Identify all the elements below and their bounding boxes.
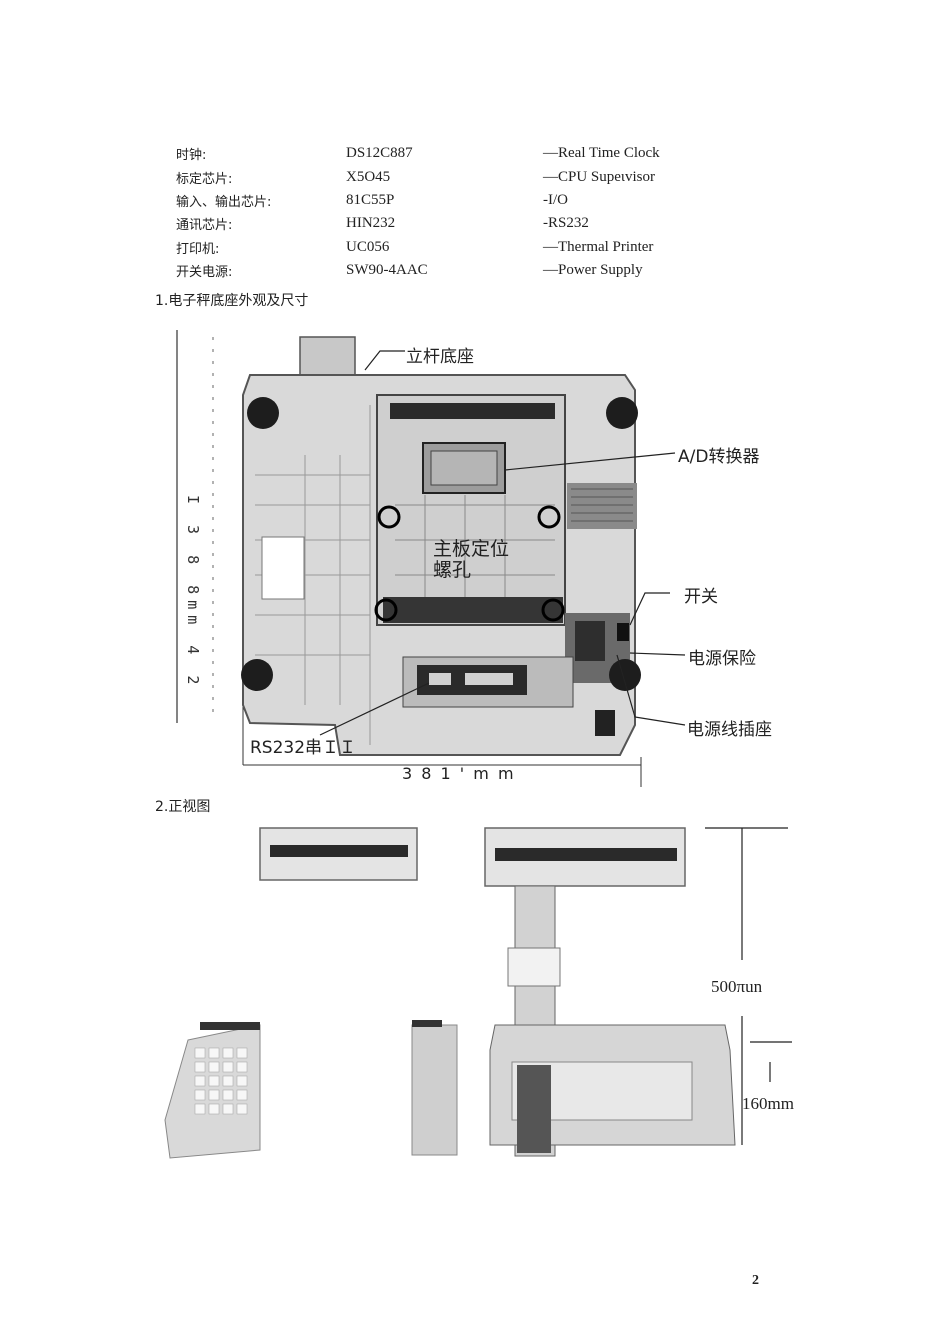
section1-title: 1.电子秤底座外观及尺寸	[155, 293, 309, 309]
spec-table: 时钟: DS12C887 —Real Time Clock 标定芯片: X5O45 —CP…	[176, 142, 660, 282]
label-height-500: 500πun	[711, 977, 763, 996]
side-port	[595, 710, 615, 736]
spec-model: X5O45	[346, 168, 391, 185]
spec-name: 时钟:	[176, 148, 207, 164]
label-height-dimension: I 3 8 8mm 4 2	[184, 495, 202, 691]
center-frame	[376, 394, 566, 626]
label-rs232: RS232串ＩＩ	[250, 738, 357, 758]
label-board-screw-line1: 主板定位	[433, 538, 510, 560]
vent	[567, 483, 637, 529]
foot-bl	[241, 659, 273, 691]
top-bar	[390, 403, 555, 419]
pole-sleeve	[507, 947, 561, 987]
spec-name: 标定芯片:	[176, 171, 233, 187]
spec-desc: —Thermal Printer	[543, 238, 654, 255]
spec-name: 开关电源:	[176, 265, 233, 281]
parallel-port	[465, 673, 513, 685]
label-switch: 开关	[684, 587, 718, 607]
keyboard-handle	[200, 1022, 260, 1030]
label-ad-converter: A/D转换器	[678, 447, 760, 467]
photo-mask	[275, 995, 411, 1160]
spec-row: 标定芯片: X5O45 —CPU Supeιvisor	[176, 165, 660, 188]
display-right-window	[495, 848, 677, 861]
spec-row: 时钟: DS12C887 —Real Time Clock	[176, 142, 660, 165]
side-unit-handle	[412, 1020, 442, 1027]
spec-row: 开关电源: SW90-4AAC —Power Supply	[176, 259, 660, 282]
label-power-socket: 电源线插座	[687, 720, 772, 740]
spec-model: 81C55P	[346, 191, 395, 208]
section2-title: 2.正视图	[155, 799, 211, 815]
ad-module-face	[430, 450, 498, 486]
rs232-port	[429, 673, 451, 685]
label-width-dimension: 3 8 1 ' m m	[402, 764, 516, 783]
spec-desc: —Power Supply	[543, 262, 643, 279]
foot-br	[609, 659, 641, 691]
lower-strip	[383, 597, 563, 623]
spec-desc: —CPU Supeιvisor	[543, 168, 655, 185]
spec-name: 输入、输出芯片:	[176, 194, 272, 210]
front-view-photo	[164, 827, 792, 1160]
screw-hole-2	[537, 505, 561, 529]
label-fuse: 电源保险	[688, 649, 756, 669]
keypad	[194, 1047, 248, 1115]
spec-desc: —Real Time Clock	[543, 145, 660, 162]
display-left-window	[270, 845, 408, 857]
spec-row: 输入、输出芯片: 81C55P -I/O	[176, 189, 660, 212]
foot-tr	[606, 397, 638, 429]
spec-desc: -I/O	[543, 191, 568, 208]
base-photo	[176, 330, 686, 787]
center-grid	[395, 495, 555, 615]
screw-hole-4	[541, 598, 565, 622]
page-number: 2	[752, 1273, 759, 1288]
screw-hole-3	[374, 598, 398, 622]
label-pole-base: 立杆底座	[406, 347, 474, 367]
spec-model: DS12C887	[346, 145, 413, 162]
label-board-screw-line2: 螺孔	[433, 559, 472, 581]
leader-lines	[319, 350, 686, 736]
spec-row: 通讯芯片: HIN232 -RS232	[176, 212, 660, 235]
front-dimension-lines	[705, 827, 792, 1145]
spec-model: HIN232	[346, 215, 396, 232]
base-cutout	[261, 536, 305, 600]
label-height-160: 160mm	[742, 1094, 794, 1113]
switch	[617, 623, 629, 641]
screw-hole-1	[377, 505, 401, 529]
spec-body: 时钟: DS12C887 —Real Time Clock 标定芯片: X5O45 —CP…	[176, 142, 660, 282]
spec-model: UC056	[346, 238, 390, 255]
screw-circles	[374, 505, 565, 622]
spec-name: 通讯芯片:	[176, 218, 233, 234]
power-socket	[575, 621, 605, 661]
vent-slots	[571, 488, 633, 522]
pole-foot	[517, 1065, 551, 1153]
foot-tl	[247, 397, 279, 429]
spec-model: SW90-4AAC	[346, 262, 428, 279]
side-unit	[411, 1024, 458, 1156]
spec-desc: -RS232	[543, 215, 589, 232]
spec-name: 打印机:	[176, 241, 220, 257]
spec-row: 打印机: UC056 —Thermal Printer	[176, 236, 660, 259]
feet	[241, 397, 641, 691]
